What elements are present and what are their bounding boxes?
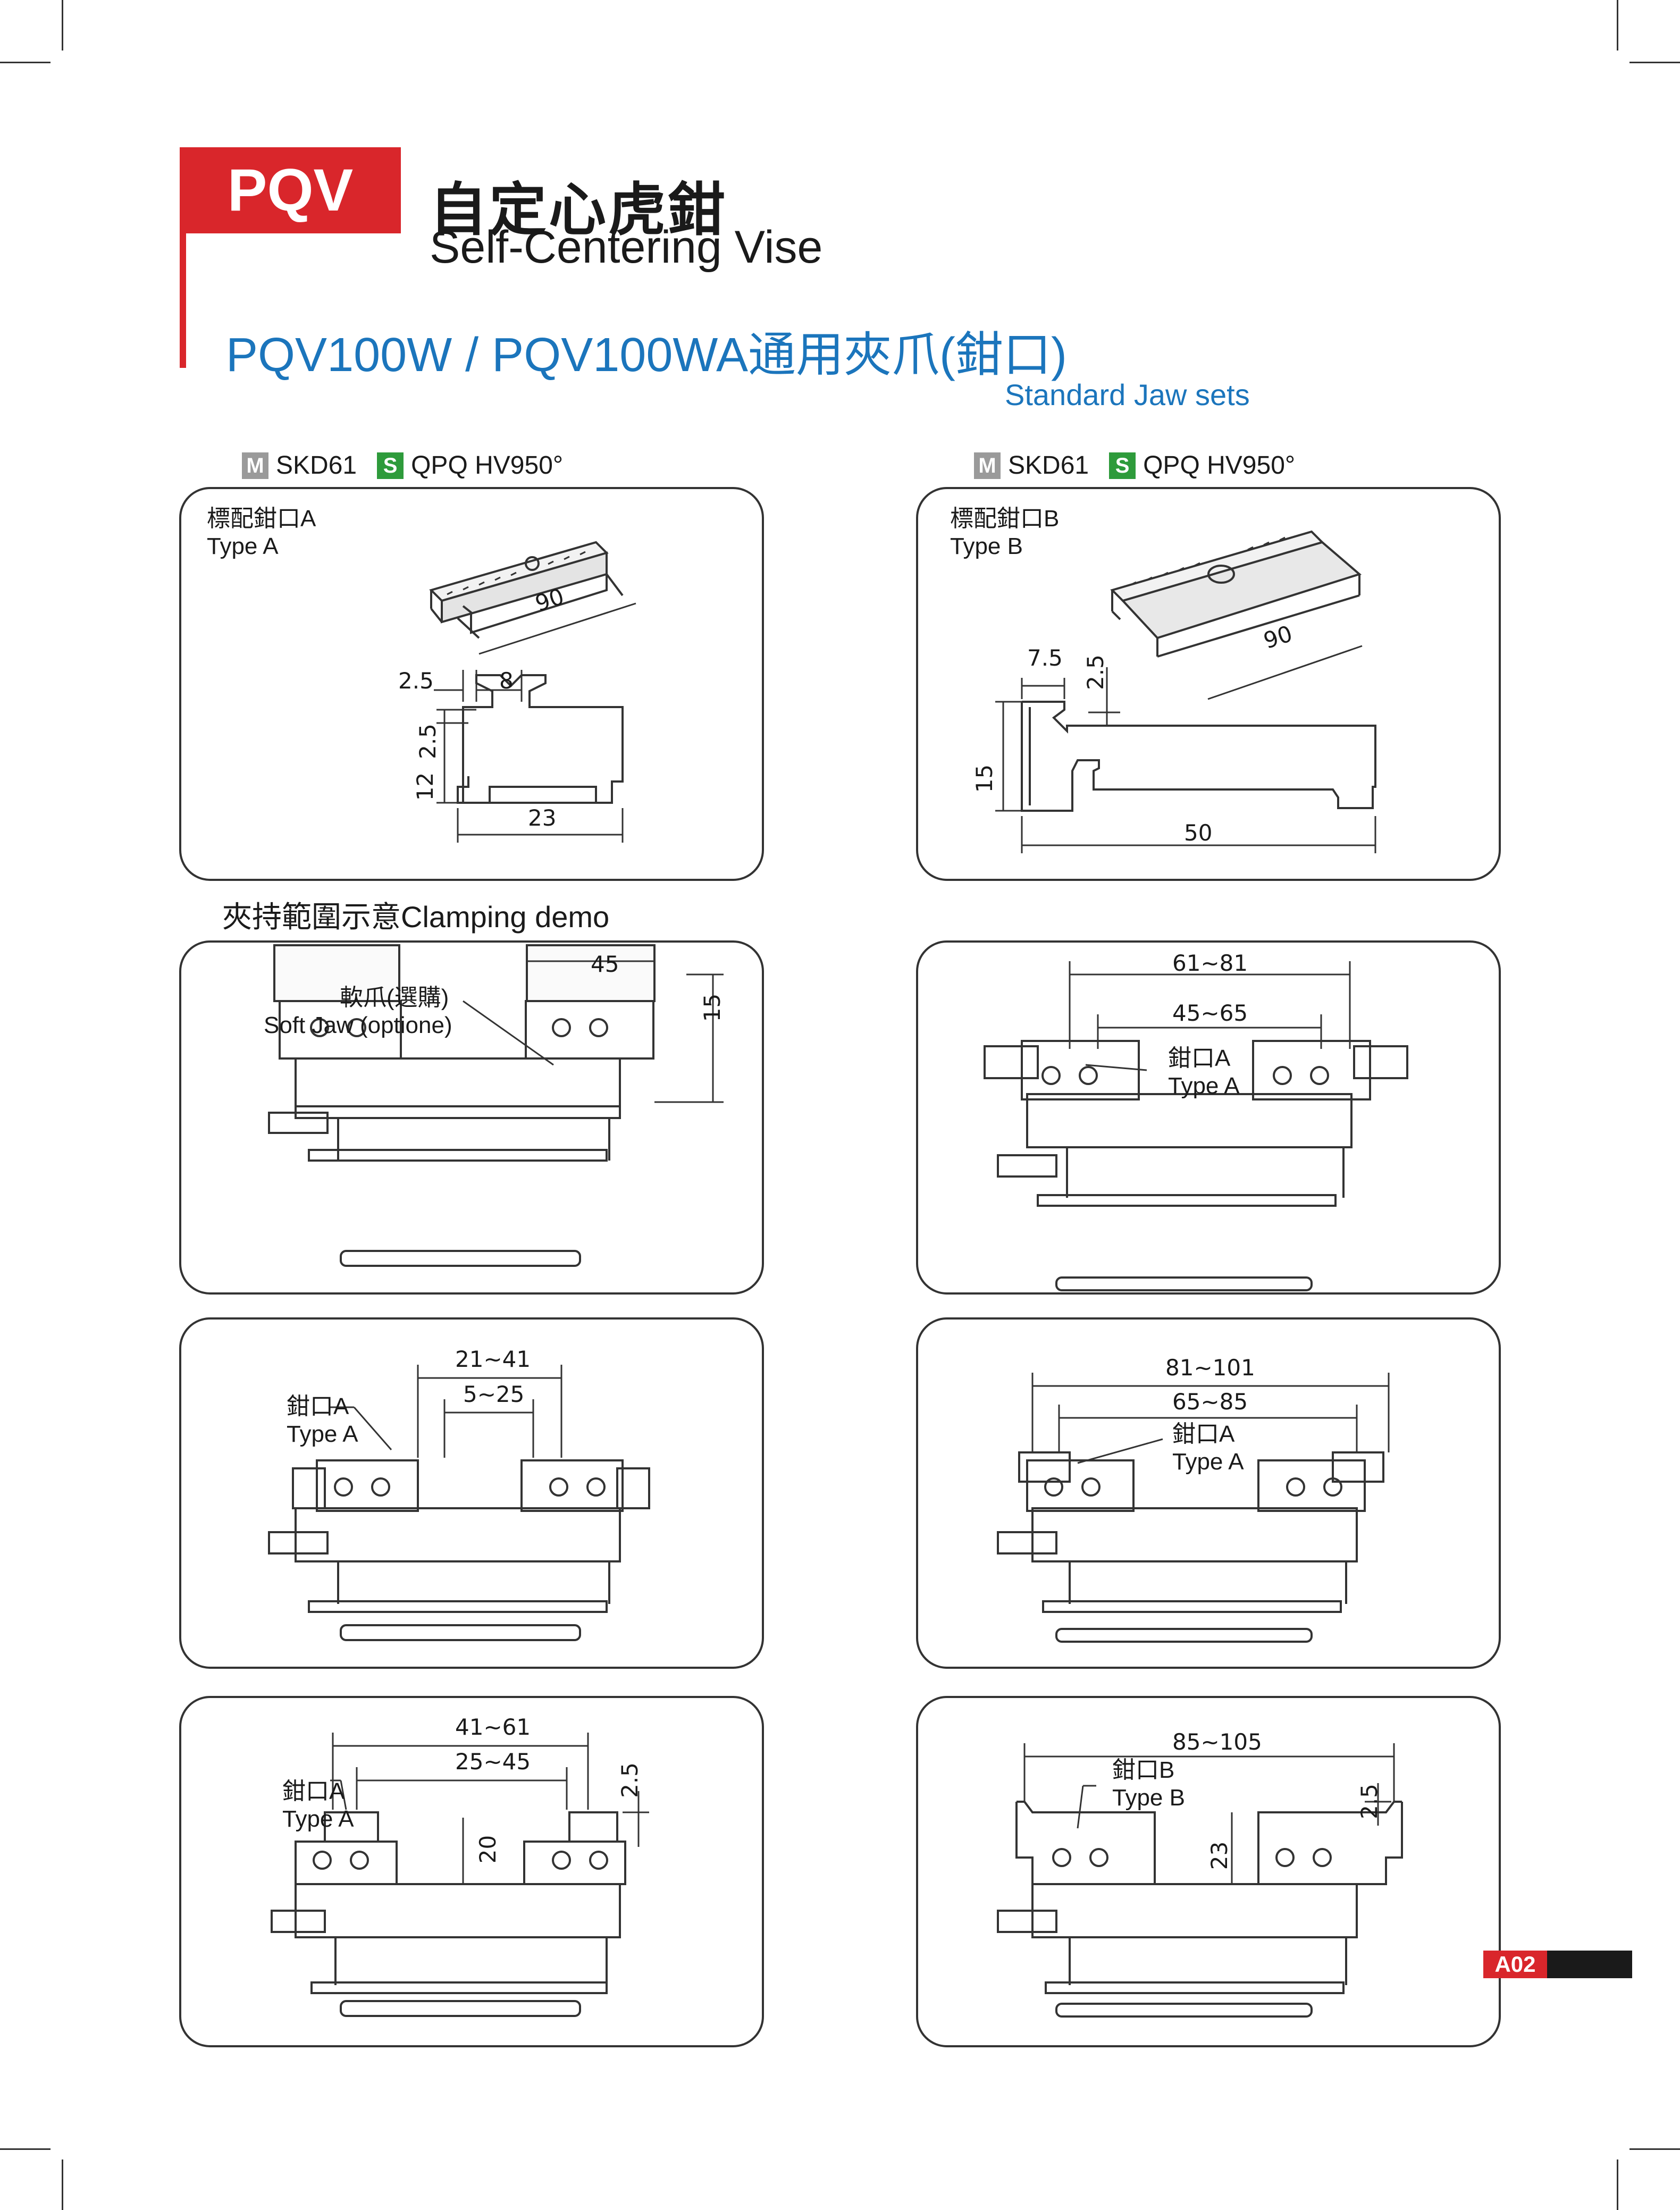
material-legend: M SKD61 S QPQ HV950° (242, 451, 563, 480)
jaw-a-drawing (429, 541, 636, 843)
material-m-icon: M (242, 452, 268, 479)
jaw-b-drawing (995, 530, 1376, 853)
vise-drawing (997, 1743, 1403, 2018)
product-badge: PQV (180, 147, 401, 233)
crop-mark (1617, 2159, 1618, 2210)
demo2-dim-inner: 45~65 (1172, 1000, 1248, 1026)
demo4-label-zh: 鉗口A (1172, 1421, 1235, 1447)
jaw-a-dim-23: 23 (528, 805, 557, 831)
demo-panel-5: 41~61 25~45 2.5 20 鉗口A Type A (179, 1696, 764, 2047)
demo6-label-en: Type B (1112, 1785, 1185, 1811)
vise-drawing (984, 961, 1408, 1291)
jaw-b-label-en: Type B (950, 533, 1023, 559)
section-subtitle: Standard Jaw sets (1005, 378, 1250, 411)
material-s-text: QPQ HV950° (1143, 451, 1296, 480)
demo6-dim-2-5: 2.5 (1356, 1784, 1382, 1819)
demo-title: 夾持範圍示意Clamping demo (222, 900, 610, 934)
demo3-label-en: Type A (287, 1421, 358, 1447)
material-m-text: SKD61 (276, 451, 357, 480)
jaw-a-label-en: Type A (207, 533, 279, 559)
demo2-label-en: Type A (1168, 1073, 1240, 1099)
demo3-dim-inner: 5~25 (463, 1381, 525, 1407)
demo5-dim-outer: 41~61 (455, 1714, 531, 1740)
demo2-dim-outer: 61~81 (1172, 950, 1248, 976)
jaw-a-dim-2-5-v: 2.5 (414, 724, 441, 759)
material-m-icon: M (974, 452, 1001, 479)
page-title-en: Self-Centering Vise (430, 222, 823, 273)
demo5-label-zh: 鉗口A (282, 1778, 345, 1804)
crop-mark (1617, 0, 1618, 51)
jaw-a-panel: 標配鉗口A Type A (179, 487, 764, 881)
crop-mark (62, 2159, 63, 2210)
demo4-label-en: Type A (1172, 1449, 1244, 1475)
demo6-label-zh: 鉗口B (1112, 1757, 1175, 1783)
vise-drawing (268, 1365, 650, 1641)
crop-mark (1629, 2148, 1680, 2150)
softjaw-dim-45: 45 (591, 951, 619, 977)
demo4-dim-outer: 81~101 (1165, 1355, 1255, 1381)
demo4-dim-inner: 65~85 (1172, 1389, 1248, 1415)
crop-mark (1629, 62, 1680, 63)
vise-drawing (271, 1733, 649, 2017)
material-legend: M SKD61 S QPQ HV950° (974, 451, 1295, 480)
crop-mark (62, 0, 63, 51)
jaw-a-dim-8: 8 (499, 668, 514, 694)
demo-panel-softjaw: 軟爪(選購) Soft Jaw (optione) 45 15 (179, 940, 764, 1295)
jaw-b-label-zh: 標配鉗口B (950, 506, 1060, 532)
demo3-label-zh: 鉗口A (287, 1393, 349, 1419)
demo-panel-2: 61~81 45~65 鉗口A Type A (916, 940, 1501, 1295)
material-s-icon: S (1109, 452, 1136, 479)
material-s-text: QPQ HV950° (411, 451, 564, 480)
vise-drawing (268, 944, 724, 1267)
section-title: PQV100W / PQV100WA通用夾爪(鉗口) (226, 329, 1067, 382)
material-s-icon: S (377, 452, 404, 479)
demo6-dim-23: 23 (1206, 1841, 1233, 1870)
crop-mark (0, 2148, 51, 2150)
demo-panel-6: 85~105 2.5 23 鉗口B Type B (916, 1696, 1501, 2047)
demo-panel-4: 81~101 65~85 鉗口A Type A (916, 1317, 1501, 1669)
demo-panel-3: 21~41 5~25 鉗口A Type A (179, 1317, 764, 1669)
material-m-text: SKD61 (1008, 451, 1089, 480)
jaw-b-dim-50: 50 (1184, 820, 1213, 846)
jaw-b-dim-15: 15 (971, 764, 998, 793)
jaw-b-dim-2-5: 2.5 (1082, 654, 1108, 690)
softjaw-label-en: Soft Jaw (optione) (264, 1012, 452, 1038)
jaw-a-dim-2-5: 2.5 (398, 668, 434, 694)
demo6-dim-outer: 85~105 (1172, 1729, 1262, 1755)
demo5-dim-inner: 25~45 (455, 1749, 531, 1775)
jaw-b-dim-7-5: 7.5 (1027, 645, 1063, 671)
demo5-dim-2-5: 2.5 (616, 1762, 643, 1798)
jaw-a-dim-12: 12 (412, 772, 439, 801)
crop-mark (0, 62, 51, 63)
demo3-dim-outer: 21~41 (455, 1346, 531, 1372)
softjaw-label-zh: 軟爪(選購) (340, 985, 449, 1011)
softjaw-dim-15: 15 (699, 993, 726, 1022)
vise-drawing (997, 1373, 1390, 1643)
page-title-zh: 自定心虎鉗 (430, 178, 728, 242)
jaw-b-panel: 標配鉗口B Type B (916, 487, 1501, 881)
page-number-bar (1547, 1951, 1632, 1978)
demo5-dim-20: 20 (475, 1835, 501, 1864)
demo2-label-zh: 鉗口A (1168, 1045, 1231, 1071)
jaw-a-label-zh: 標配鉗口A (207, 506, 316, 532)
demo5-label-en: Type A (282, 1806, 354, 1832)
page-number: A02 (1483, 1951, 1547, 1978)
